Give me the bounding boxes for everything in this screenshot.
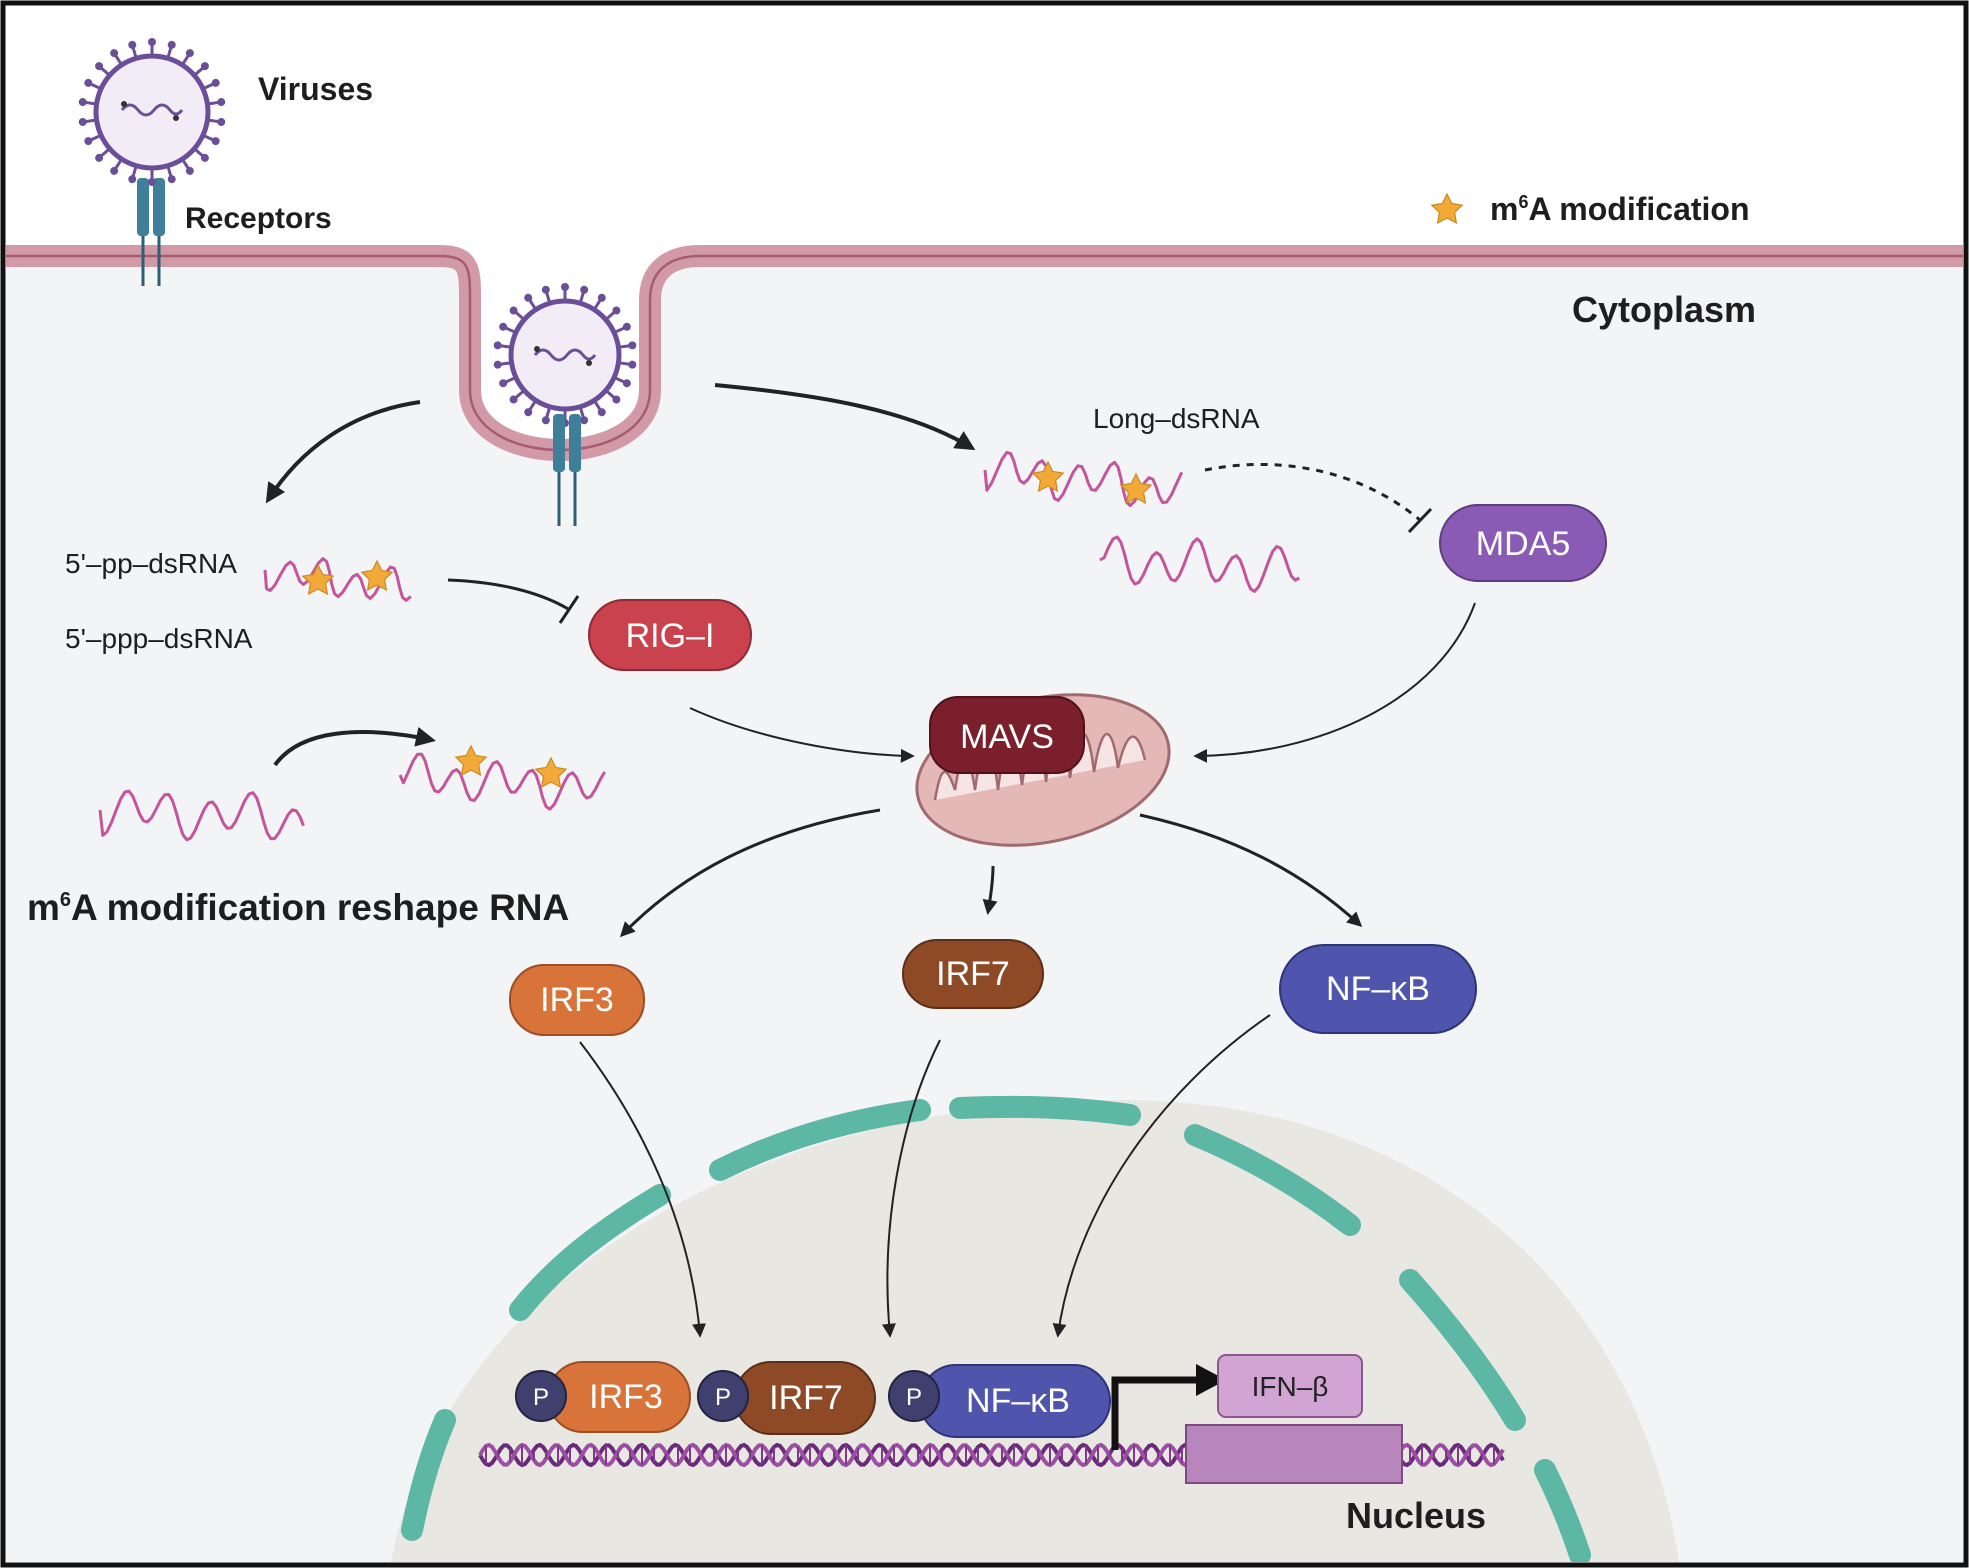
phospho-nfkb-label: P (906, 1384, 922, 1411)
irf3-protein: IRF3 (509, 964, 645, 1036)
rig-i-label: RIG–I (626, 617, 715, 655)
virus-endocytosed (491, 281, 639, 429)
ifn-gene-box (1185, 1424, 1403, 1484)
cytoplasm-label: Cytoplasm (1572, 289, 1756, 330)
irf7-nuclear-label: IRF7 (769, 1379, 843, 1417)
nuclear-complex: IRF3 P IRF7 P NF–κB P (515, 1361, 1111, 1438)
viruses-label: Viruses (258, 71, 373, 107)
inhibit-mda5-bar (1407, 507, 1433, 534)
receptor (137, 178, 165, 286)
irf3-nuclear-label: IRF3 (589, 1378, 663, 1416)
arrow-mavs-to-nfkb (1139, 813, 1363, 928)
mavs-label: MAVS (960, 718, 1054, 756)
nfkb-protein: NF–κB (1279, 944, 1477, 1034)
receptors-label: Receptors (185, 202, 332, 235)
virus-outside (76, 36, 228, 188)
cell-membrane (6, 245, 1963, 461)
receptor-endocytosed (553, 414, 581, 526)
long-dsrna-label: Long–dsRNA (1093, 403, 1260, 434)
arrow-irf3-to-dna (579, 1041, 706, 1338)
inhibit-rig-i (447, 578, 571, 612)
arrow-to-5pp-dsrna (265, 400, 421, 504)
nfkb-label: NF–κB (1326, 970, 1430, 1008)
rna-unmodified (98, 789, 305, 842)
arrow-mda5-to-mavs (1193, 602, 1476, 763)
irf7-label: IRF7 (936, 955, 1010, 993)
ifn-beta-label: IFN–β (1252, 1371, 1329, 1402)
phospho-nfkb: P (888, 1370, 940, 1422)
mda5-protein: MDA5 (1439, 504, 1607, 582)
nuclear-envelope (401, 1095, 1591, 1562)
rna-long-dsrna-1 (983, 450, 1184, 507)
arrow-mavs-to-irf3 (619, 808, 881, 938)
arrow-irf7-to-dna (881, 1039, 941, 1338)
ppp-dsrna-label: 5'–ppp–dsRNA (65, 623, 253, 654)
pp-dsrna-label: 5'–pp–dsRNA (65, 548, 237, 579)
inhibit-mda5 (1204, 462, 1421, 522)
rna-long-dsrna-2 (1099, 535, 1301, 593)
irf3-nuclear: IRF3 (547, 1361, 691, 1433)
arrow-reshape (273, 726, 436, 767)
m6a-legend-label: m6A modification (1490, 191, 1750, 227)
irf3-label: IRF3 (540, 981, 614, 1019)
arrow-to-long-dsrna (714, 383, 976, 451)
rna-modified (398, 752, 607, 811)
irf7-protein: IRF7 (902, 939, 1044, 1009)
reshape-label: m6A modification reshape RNA (27, 887, 569, 928)
nfkb-nuclear-label: NF–κB (966, 1382, 1070, 1420)
arrow-nfkb-to-dna (1052, 1014, 1271, 1338)
mda5-label: MDA5 (1476, 525, 1570, 563)
transcription-start-arrow (1111, 1364, 1226, 1450)
phospho-irf3: P (515, 1370, 567, 1422)
phospho-irf7-label: P (715, 1384, 731, 1411)
rna-group (98, 450, 1301, 842)
irf7-nuclear: IRF7 (734, 1361, 876, 1435)
rna-5pp-dsrna (263, 557, 412, 602)
phospho-irf3-label: P (533, 1384, 549, 1411)
mavs-protein: MAVS (929, 696, 1085, 774)
nucleus-label: Nucleus (1346, 1495, 1486, 1536)
nfkb-nuclear: NF–κB (919, 1364, 1111, 1438)
arrows (265, 383, 1476, 1338)
inhibit-rig-i-bar (558, 595, 580, 624)
arrow-rig-i-to-mavs (689, 707, 915, 763)
phospho-irf7: P (697, 1370, 749, 1422)
arrow-mavs-to-irf7 (982, 865, 998, 915)
ifn-beta-box: IFN–β (1217, 1354, 1363, 1418)
rig-i-protein: RIG–I (588, 599, 752, 671)
